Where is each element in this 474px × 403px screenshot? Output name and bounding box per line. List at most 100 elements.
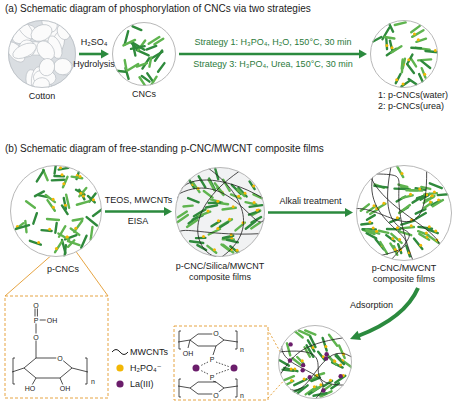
cellulose-nanocrystal xyxy=(433,200,443,206)
circle-ground xyxy=(10,165,102,257)
phosphate-dot xyxy=(410,224,413,227)
cellulose-nanocrystal xyxy=(411,47,421,50)
coordination-bond xyxy=(216,369,230,374)
cellulose-nanocrystal xyxy=(193,182,200,192)
phosphate-dot xyxy=(434,229,437,232)
la-ion xyxy=(288,342,292,346)
circle-ground xyxy=(370,20,438,88)
cellulose-nanocrystal xyxy=(123,40,135,46)
atom-label: OH xyxy=(59,385,72,392)
process-arrow xyxy=(268,208,353,217)
carbon-nanotube xyxy=(280,338,343,375)
phosphate-dot xyxy=(382,202,385,205)
film-after-adsorption xyxy=(278,325,352,399)
cellulose-nanocrystal xyxy=(402,59,403,68)
phosphate-dot xyxy=(79,175,82,178)
phosphate-dot xyxy=(52,198,55,201)
la-ion xyxy=(308,375,312,379)
cellulose-nanocrystal xyxy=(418,231,428,235)
cotton-tuft xyxy=(28,21,54,44)
repeat-bracket xyxy=(179,379,181,397)
cellulose-nanocrystal xyxy=(178,212,187,218)
cellulose-nanocrystal xyxy=(207,246,216,253)
cellulose-nanocrystal xyxy=(206,205,217,207)
circle-illustration xyxy=(370,20,438,88)
cotton-tuft xyxy=(37,57,56,78)
phosphate-dot xyxy=(242,221,245,224)
arrow-head xyxy=(345,208,353,217)
arrow-shaft xyxy=(268,211,346,214)
legend-swatch xyxy=(116,380,123,387)
circle-illustration xyxy=(8,20,76,88)
phosphate-dot xyxy=(37,241,40,244)
cellulose-nanocrystal xyxy=(187,220,197,227)
cellulose-nanocrystal xyxy=(367,233,377,238)
cellulose-nanocrystal xyxy=(190,241,203,243)
circle-outline xyxy=(371,21,438,88)
cellulose-nanocrystal xyxy=(188,198,199,202)
phosphate-dot xyxy=(74,227,77,230)
phosphate-dot xyxy=(216,200,219,203)
cellulose-nanocrystal xyxy=(422,68,426,77)
phosphate-dot xyxy=(417,38,420,41)
carbon-nanotube xyxy=(179,230,259,234)
cellulose-nanocrystal xyxy=(155,51,162,61)
panel-title: (b) Schematic diagram of free-standing p… xyxy=(5,143,324,155)
circle-ground xyxy=(175,167,265,257)
phosphate-dot xyxy=(52,206,55,209)
phosphate-dot xyxy=(425,231,428,234)
circle-illustration xyxy=(112,22,176,86)
phosphate-dot xyxy=(228,218,231,221)
la-ion xyxy=(231,365,238,372)
phosphate-dot xyxy=(413,33,416,36)
node-label: p-CNCs xyxy=(47,264,79,275)
process-arrow xyxy=(79,50,109,59)
cellulose-nanocrystal xyxy=(438,194,451,195)
cellulose-nanocrystal xyxy=(397,166,403,177)
phosphate-dot xyxy=(400,172,403,175)
phosphate-dot xyxy=(324,345,327,348)
circle-outline xyxy=(9,21,76,88)
bond xyxy=(178,386,190,388)
annotation-label: Hydrolysis xyxy=(73,59,115,70)
cellulose-nanocrystal xyxy=(380,242,387,254)
node-label-group: p-CNC/MWCNT composite films xyxy=(354,263,454,285)
phosphate-dot xyxy=(79,192,82,195)
phosphate-dot xyxy=(59,166,62,169)
cellulose-nanocrystal xyxy=(407,64,414,73)
cellulose-nanocrystal xyxy=(297,357,303,364)
adsorption-arrow xyxy=(358,288,418,336)
node-label-group: p-CNCs xyxy=(47,264,79,275)
carbon-nanotube xyxy=(356,171,426,222)
phosphate-dot xyxy=(339,364,342,367)
phosphate-dot xyxy=(213,248,216,251)
phosphate-dot xyxy=(253,201,256,204)
cellulose-nanocrystal xyxy=(336,356,344,364)
edge-label: TEOS, MWCNTs xyxy=(105,195,173,206)
cellulose-nanocrystal xyxy=(63,177,68,188)
cellulose-nanocrystal xyxy=(137,63,147,66)
phosphate-dot xyxy=(431,194,434,197)
cellulose-nanocrystal xyxy=(47,218,59,221)
cellulose-nanocrystal xyxy=(149,37,160,44)
cellulose-nanocrystal xyxy=(33,213,37,224)
phosphate-dot xyxy=(428,225,431,228)
cellulose-nanocrystal xyxy=(414,239,422,249)
cellulose-nanocrystal xyxy=(416,39,426,42)
cellulose-nanocrystal xyxy=(367,215,375,220)
atom-label: P xyxy=(33,317,40,324)
phosphate-dot xyxy=(313,385,316,388)
cellulose-nanocrystal xyxy=(183,204,192,207)
arrow-shaft xyxy=(79,53,102,56)
cotton-tuft xyxy=(10,40,38,62)
atom-label: n xyxy=(239,392,245,399)
atom-label: O xyxy=(212,330,219,337)
phosphate-dot xyxy=(385,44,388,47)
phosphate-dot xyxy=(394,248,397,251)
phosphate-dot xyxy=(398,238,401,241)
circle-node: p-CNC/MWCNT composite films xyxy=(356,165,452,261)
carbon-nanotube xyxy=(371,178,440,245)
legend-label: H₂PO₄⁻ xyxy=(130,362,161,374)
la-ion xyxy=(301,363,305,367)
carbon-nanotube xyxy=(376,174,413,260)
